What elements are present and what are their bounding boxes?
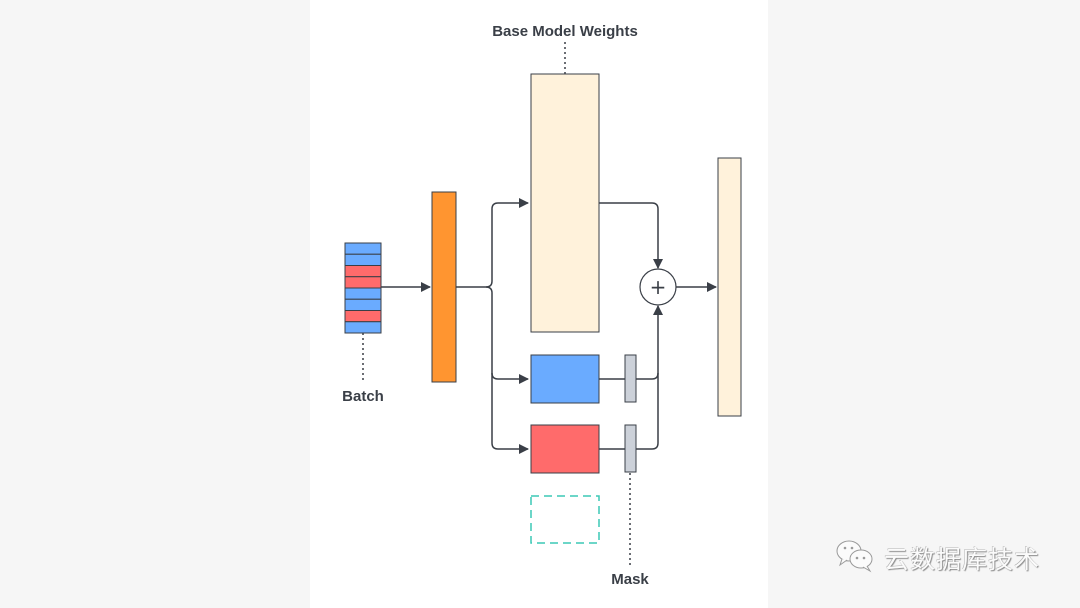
- batch-row-blue: [344, 298, 382, 311]
- base-to-sum-arrow: [599, 202, 663, 269]
- watermark: 云数据库技术: [834, 540, 1040, 576]
- batch-label: Batch: [342, 388, 384, 405]
- batch-row-red: [344, 276, 382, 289]
- batch-row-red: [344, 310, 382, 323]
- batch-row-red: [344, 265, 382, 278]
- adapter-sum-arrow: [636, 305, 663, 450]
- blue-mask-output: [636, 372, 659, 380]
- blue-adapter-block: [530, 354, 600, 404]
- plus-icon: +: [650, 275, 667, 299]
- input-activation-block: [431, 191, 457, 383]
- batch-row-blue: [344, 287, 382, 300]
- branch-to-blue-adapter: [485, 286, 529, 384]
- batch-stack: [344, 242, 382, 334]
- branch-to-base-weights: [456, 198, 529, 288]
- output-block: [717, 157, 742, 417]
- base-model-weights-block: [530, 73, 600, 333]
- red-adapter-block: [530, 424, 600, 474]
- batch-row-blue: [344, 253, 382, 266]
- mask-label: Mask: [611, 571, 649, 588]
- wechat-icon: [834, 538, 878, 579]
- red-mask-block: [624, 424, 637, 473]
- empty-adapter-slot: [530, 495, 600, 544]
- watermark-text: 云数据库技术: [884, 545, 1041, 574]
- batch-row-blue: [344, 321, 382, 334]
- branch-to-red-adapter: [491, 373, 529, 454]
- batch-row-blue: [344, 242, 382, 255]
- base-model-weights-label: Base Model Weights: [492, 23, 638, 40]
- blue-mask-block: [624, 354, 637, 403]
